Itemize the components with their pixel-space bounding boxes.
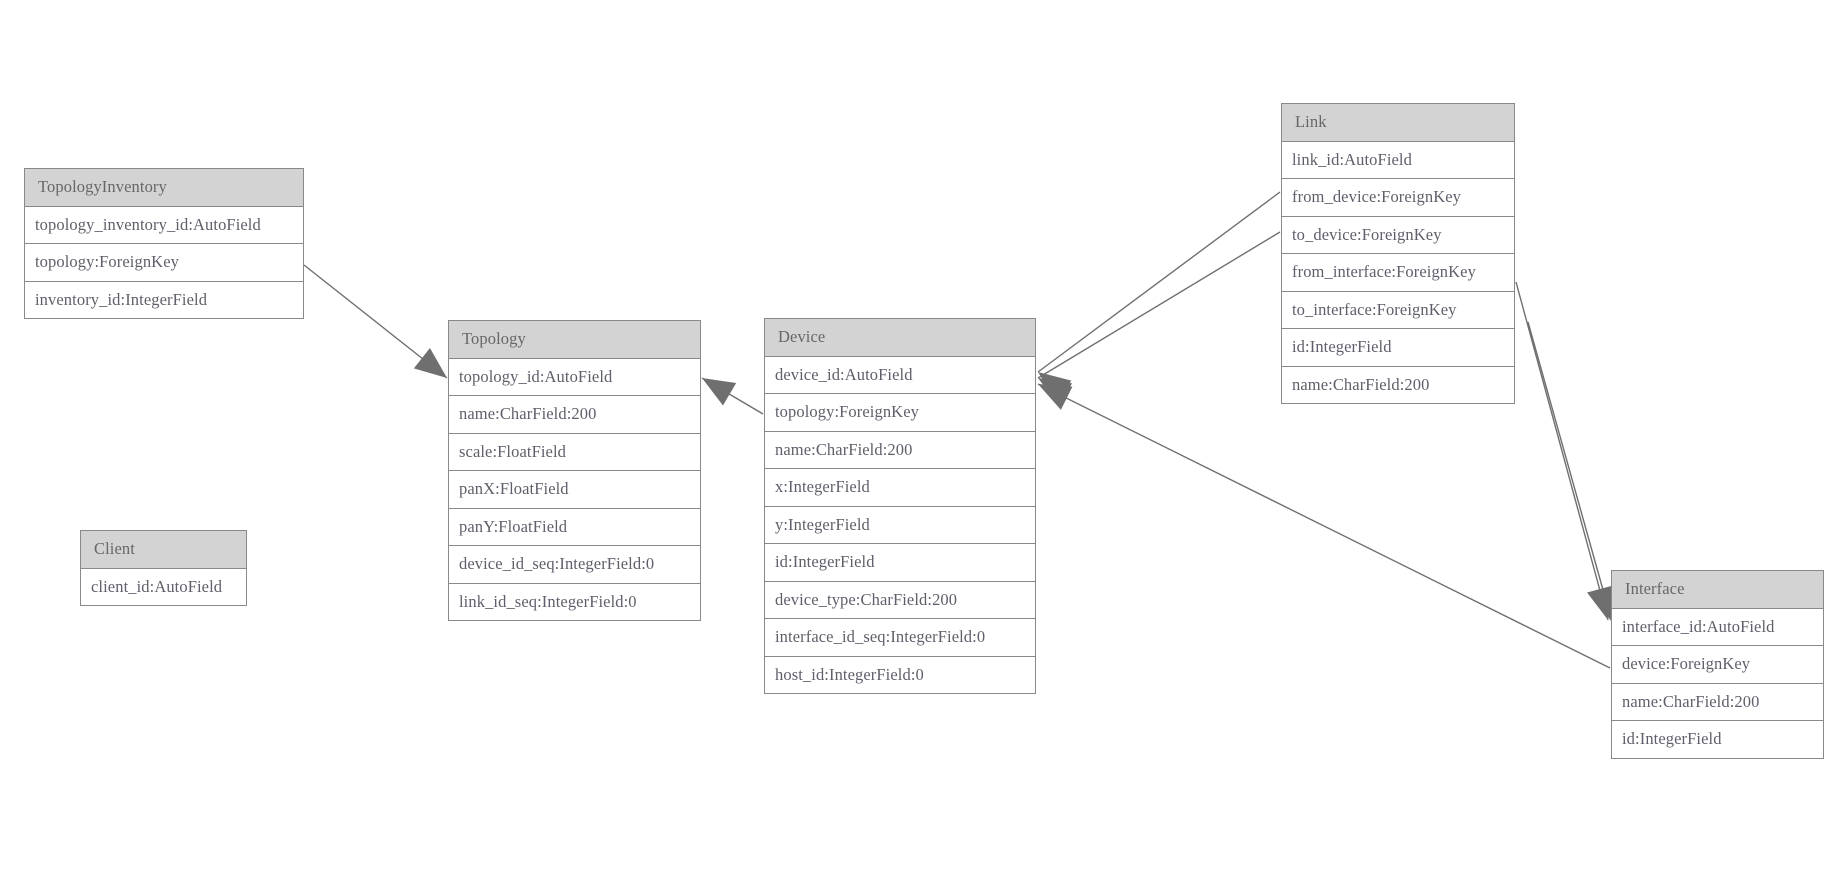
entity-field[interactable]: topology_inventory_id:AutoField bbox=[25, 207, 303, 244]
entity-field[interactable]: to_interface:ForeignKey bbox=[1282, 292, 1514, 329]
relationship-arrowhead-icon bbox=[1038, 378, 1073, 406]
entity-field[interactable]: device_type:CharField:200 bbox=[765, 582, 1035, 619]
relationship-line bbox=[1037, 383, 1611, 669]
entity-field[interactable]: to_device:ForeignKey bbox=[1282, 217, 1514, 254]
entity-field[interactable]: name:CharField:200 bbox=[1612, 684, 1823, 721]
entity-field[interactable]: host_id:IntegerField:0 bbox=[775, 664, 924, 684]
entity-field[interactable]: scale:FloatField bbox=[449, 434, 700, 471]
relationship-line bbox=[1037, 191, 1281, 373]
entity-table-client[interactable]: Client client_id:AutoField bbox=[80, 530, 247, 606]
entity-title-device: Device bbox=[765, 319, 1035, 357]
relationship-line bbox=[1527, 321, 1613, 623]
entity-field[interactable]: name:CharField:200 bbox=[1292, 374, 1430, 394]
entity-title-client: Client bbox=[81, 531, 246, 569]
entity-field[interactable]: id:IntegerField bbox=[1282, 329, 1514, 367]
entity-field[interactable]: topology:ForeignKey bbox=[765, 394, 1035, 432]
entity-field[interactable]: client_id:AutoField bbox=[91, 576, 223, 596]
relationship-topologyinventory-topology[interactable] bbox=[303, 264, 455, 388]
entity-field[interactable]: link_id:AutoField bbox=[1282, 142, 1514, 179]
relationship-link-to_device[interactable] bbox=[1031, 231, 1281, 406]
entity-title-topology: Topology bbox=[449, 321, 700, 359]
entity-field[interactable]: interface_id_seq:IntegerField:0 bbox=[765, 619, 1035, 657]
entity-title-interface: Interface bbox=[1612, 571, 1823, 609]
entity-field[interactable]: id:IntegerField bbox=[1622, 729, 1722, 748]
entity-field[interactable]: panY:FloatField bbox=[449, 509, 700, 546]
entity-field[interactable]: name:CharField:200 bbox=[449, 396, 700, 434]
entity-title-topology_inventory: TopologyInventory bbox=[25, 169, 303, 207]
entity-field[interactable]: from_device:ForeignKey bbox=[1282, 179, 1514, 217]
relationship-interface-device[interactable] bbox=[1032, 372, 1611, 669]
entity-field[interactable]: interface_id:AutoField bbox=[1612, 609, 1823, 646]
entity-field[interactable]: panX:FloatField bbox=[449, 471, 700, 509]
entity-field[interactable]: x:IntegerField bbox=[765, 469, 1035, 507]
relationship-device-topology[interactable] bbox=[695, 367, 764, 415]
relationship-line bbox=[1037, 231, 1281, 379]
entity-field-list-client: client_id:AutoField bbox=[81, 569, 246, 606]
entity-field[interactable]: topology_id:AutoField bbox=[449, 359, 700, 396]
entity-field[interactable]: y:IntegerField bbox=[765, 507, 1035, 544]
relationship-line bbox=[701, 377, 764, 415]
relationship-arrowhead-icon bbox=[1038, 372, 1072, 402]
entity-field[interactable]: device:ForeignKey bbox=[1612, 646, 1823, 684]
entity-field[interactable]: id:IntegerField bbox=[765, 544, 1035, 582]
relationship-arrowhead-icon bbox=[702, 378, 737, 406]
entity-title-link: Link bbox=[1282, 104, 1514, 142]
entity-field[interactable]: device_id_seq:IntegerField:0 bbox=[449, 546, 700, 584]
relationship-line bbox=[1515, 281, 1609, 621]
relationship-line bbox=[303, 264, 448, 379]
entity-field[interactable]: name:CharField:200 bbox=[765, 432, 1035, 469]
relationship-link-from_interface[interactable] bbox=[1515, 281, 1621, 623]
entity-field[interactable]: topology:ForeignKey bbox=[25, 244, 303, 282]
relationship-arrowhead-icon bbox=[1038, 384, 1073, 410]
entity-field[interactable]: inventory_id:IntegerField bbox=[35, 289, 208, 309]
relationship-link-from_device[interactable] bbox=[1030, 191, 1281, 402]
entity-field[interactable]: from_interface:ForeignKey bbox=[1282, 254, 1514, 292]
entity-field[interactable]: device_id:AutoField bbox=[765, 357, 1035, 394]
entity-field[interactable]: link_id_seq:IntegerField:0 bbox=[459, 591, 637, 611]
